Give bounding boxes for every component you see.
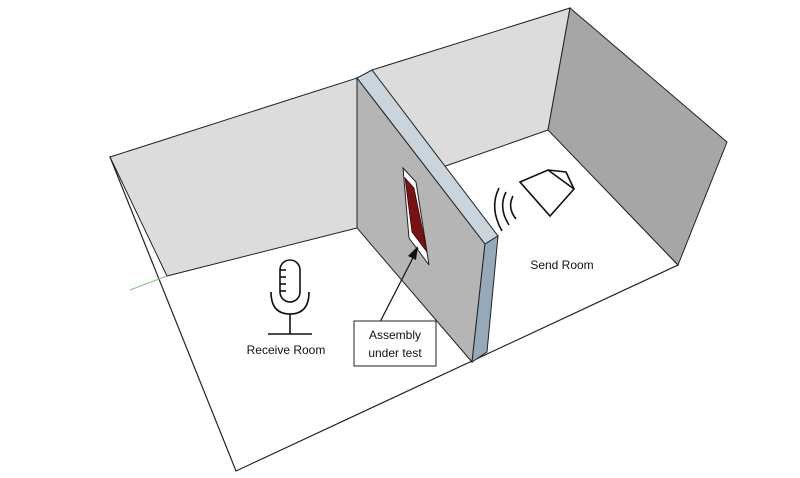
floor-guide-line [129, 275, 168, 291]
assembly-callout-box [353, 320, 437, 367]
partition-wall-end-edge [471, 235, 499, 364]
send-room-label: Send Room [530, 258, 593, 272]
callout-arrowhead [408, 246, 418, 260]
assembly-label-line2: under test [368, 346, 422, 360]
assembly-panel [404, 176, 428, 253]
callout-arrow [379, 247, 419, 323]
send-room-side-wall [547, 7, 728, 266]
assembly-label-line1: Assembly [369, 328, 421, 342]
receive-room-label: Receive Room [247, 343, 326, 357]
microphone-icon [268, 259, 312, 335]
speaker-icon [493, 169, 576, 232]
